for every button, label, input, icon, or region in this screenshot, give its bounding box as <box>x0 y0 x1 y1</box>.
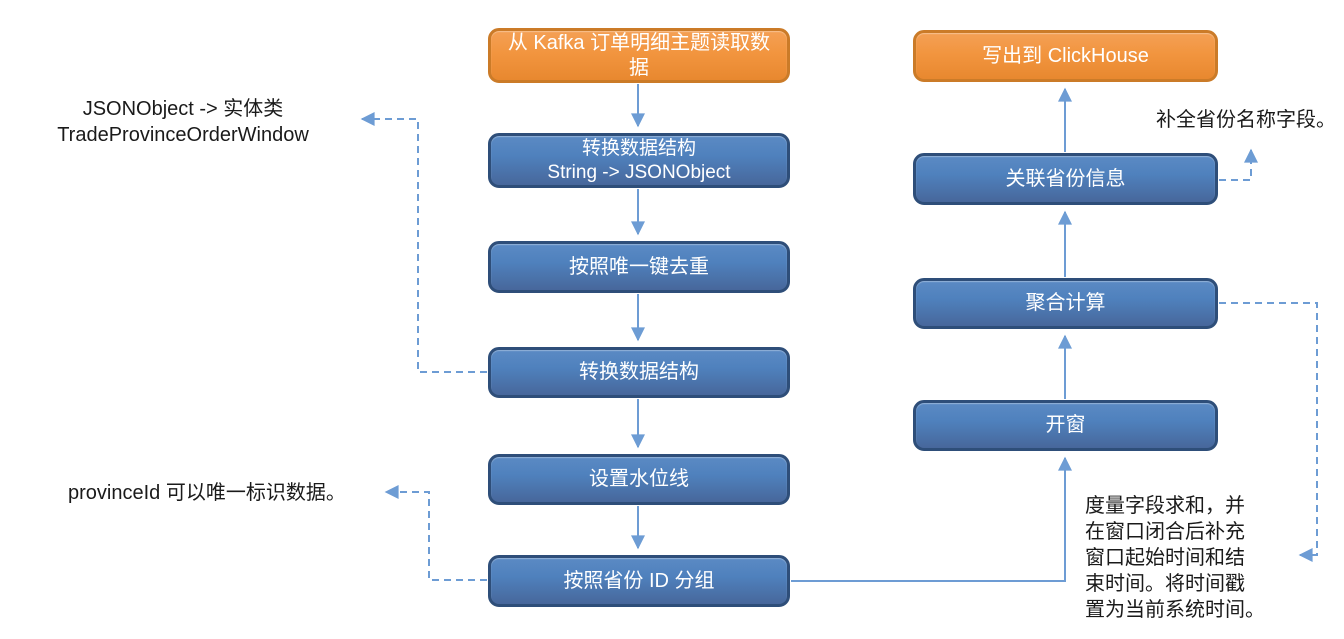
node-read-kafka: 从 Kafka 订单明细主题读取数据 <box>488 28 790 83</box>
annotation-aggregation: 度量字段求和，并 在窗口闭合后补充 窗口起始时间和结 束时间。将时间戳 置为当前… <box>1085 495 1265 621</box>
node-label: 聚合计算 <box>1025 292 1106 314</box>
node-keyby-province-id: 按照省份 ID 分组 <box>488 555 790 607</box>
node-set-watermark: 设置水位线 <box>488 454 790 505</box>
node-label: 转换数据结构 String -> JSONObject <box>547 137 731 183</box>
annotation-entity-class: JSONObject -> 实体类 TradeProvinceOrderWind… <box>57 98 309 146</box>
node-label: 设置水位线 <box>589 468 689 490</box>
node-dedupe-by-unique-key: 按照唯一键去重 <box>488 241 790 293</box>
node-label: 转换数据结构 <box>579 361 699 383</box>
arrow-keyby-to-window <box>791 456 1072 582</box>
annotation-province-id: provinceId 可以唯一标识数据。 <box>68 482 346 504</box>
dashed-entity-note <box>360 112 487 373</box>
node-label: 写出到 ClickHouse <box>982 44 1149 67</box>
node-label: 开窗 <box>1045 414 1086 436</box>
node-write-clickhouse: 写出到 ClickHouse <box>913 30 1218 82</box>
node-label: 从 Kafka 订单明细主题读取数据 <box>507 31 771 79</box>
node-convert-structure: 转换数据结构 <box>488 347 790 398</box>
node-label: 按照省份 ID 分组 <box>563 569 715 592</box>
node-open-window: 开窗 <box>913 400 1218 451</box>
dashed-name-note <box>1219 148 1258 181</box>
node-aggregate-compute: 聚合计算 <box>913 278 1218 329</box>
node-label: 按照唯一键去重 <box>569 255 709 278</box>
node-convert-string-to-json: 转换数据结构 String -> JSONObject <box>488 133 790 188</box>
node-join-province-info: 关联省份信息 <box>913 153 1218 205</box>
node-label: 关联省份信息 <box>1005 167 1126 190</box>
dashed-province-note <box>384 485 487 581</box>
annotation-province-name: 补全省份名称字段。 <box>1156 109 1336 131</box>
